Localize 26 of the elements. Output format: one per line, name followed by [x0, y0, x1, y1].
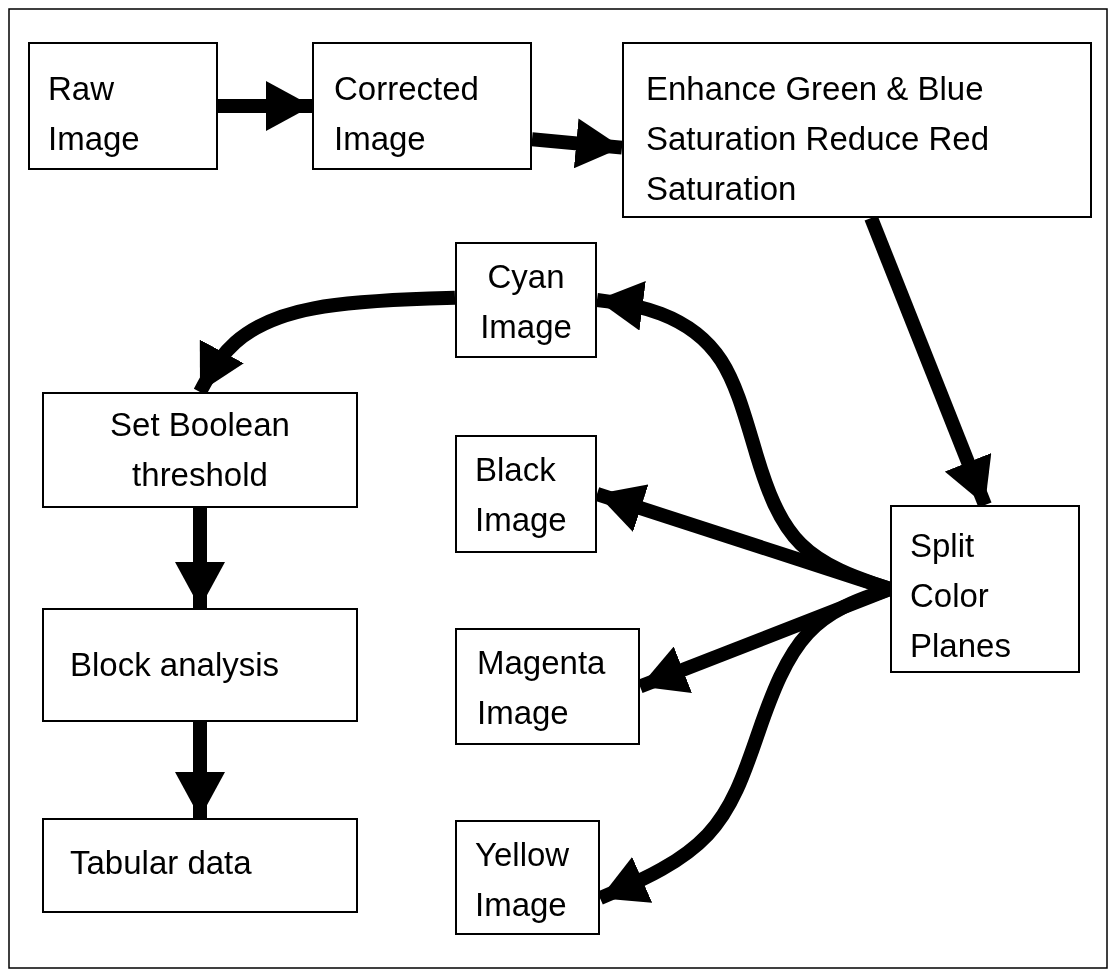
process-box — [28, 42, 218, 170]
process-box — [42, 392, 358, 508]
process-box — [455, 242, 597, 358]
process-box — [42, 608, 358, 722]
box-label: Magenta Image — [477, 643, 607, 734]
box-label: Enhance Green & Blue Saturation Reduce Red Saturation — [646, 69, 991, 210]
process-box — [42, 818, 358, 913]
arrow — [175, 508, 225, 608]
process-box — [455, 628, 640, 745]
box-label: Black Image — [475, 450, 568, 541]
arrow — [175, 722, 225, 818]
process-box — [622, 42, 1092, 218]
box-label: Tabular data — [70, 843, 253, 883]
arrow — [218, 81, 312, 131]
arrow — [531, 118, 623, 169]
box-label: Set Boolean threshold — [109, 405, 291, 496]
box-label: Block analysis — [70, 645, 281, 685]
process-box — [312, 42, 532, 170]
process-box — [455, 435, 597, 553]
box-label: Raw Image — [48, 69, 141, 160]
box-label: Split Color Planes — [910, 526, 1012, 667]
process-box — [890, 505, 1080, 673]
process-box — [455, 820, 600, 935]
box-label: Cyan Image — [479, 257, 573, 348]
box-label: Corrected Image — [334, 69, 480, 160]
box-label: Yellow Image — [475, 835, 571, 926]
